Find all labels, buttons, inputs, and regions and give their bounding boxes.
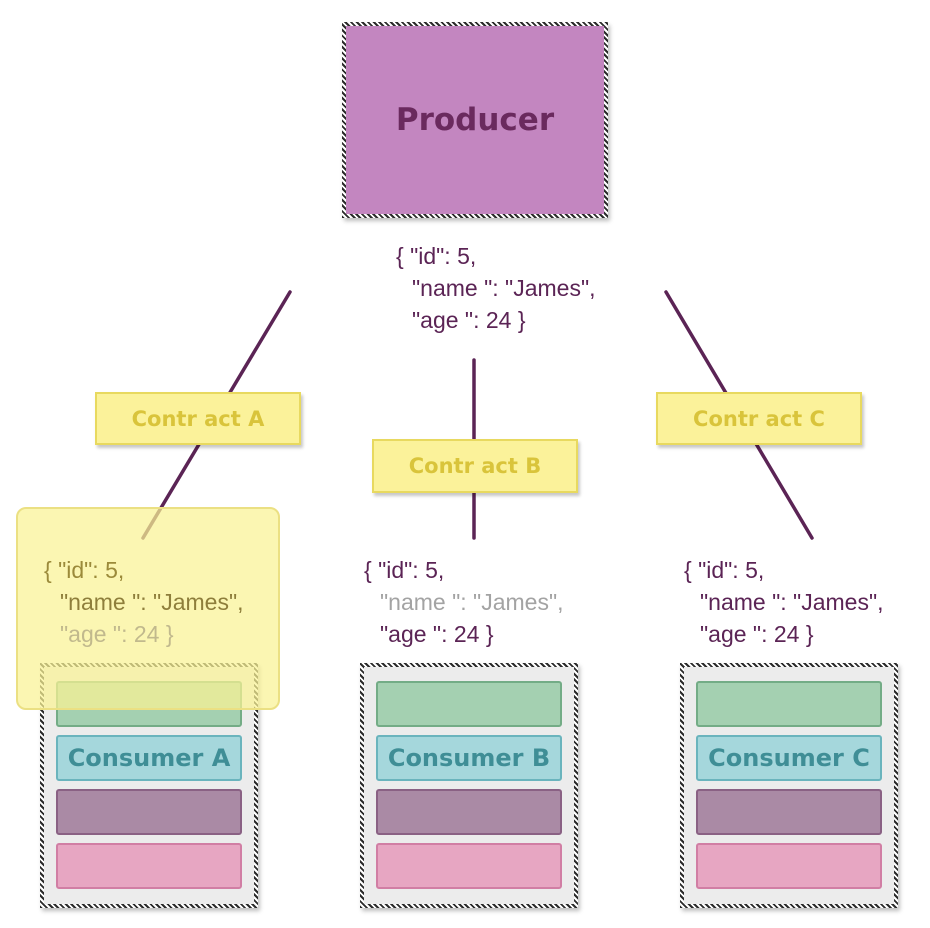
payload-line-id: { "id": 5, <box>44 557 125 583</box>
payload-line-name: "name ": "James", <box>700 589 884 615</box>
consumer-layer-pink <box>376 843 562 889</box>
producer-box: Producer <box>342 22 608 218</box>
consumer-layer-green <box>376 681 562 727</box>
payload-line-name: "name ": "James", <box>412 275 596 301</box>
payload-line-name: "name ": "James", <box>60 589 244 615</box>
payload-line-age: "age ": 24 } <box>412 307 526 333</box>
consumer-layer-purple <box>376 789 562 835</box>
consumer-layer-pink <box>696 843 882 889</box>
consumer-layer-purple <box>56 789 242 835</box>
payload-line-age: "age ": 24 } <box>60 621 174 647</box>
payload-line-id: { "id": 5, <box>684 557 765 583</box>
contract-a-highlight <box>16 507 280 710</box>
producer-label: Producer <box>395 102 555 138</box>
payload-line-id: { "id": 5, <box>364 557 445 583</box>
contract-a-payload: { "id": 5, "name ": "James", "age ": 24 … <box>44 554 244 650</box>
payload-line-age: "age ": 24 } <box>380 621 494 647</box>
consumer-layer-pink <box>56 843 242 889</box>
contract-a-box: Contr act A <box>95 392 301 445</box>
consumer-layer-green <box>696 681 882 727</box>
contract-c-payload: { "id": 5, "name ": "James", "age ": 24 … <box>684 554 884 650</box>
contract-b-box: Contr act B <box>372 439 578 493</box>
consumer-layer-blue: Consumer A <box>56 735 242 781</box>
payload-line-id: { "id": 5, <box>396 243 477 269</box>
consumer-layer-purple <box>696 789 882 835</box>
consumer-b-label: Consumer B <box>387 744 551 772</box>
consumer-layer-blue: Consumer B <box>376 735 562 781</box>
contract-b-payload: { "id": 5, "name ": "James", "age ": 24 … <box>364 554 564 650</box>
payload-line-age: "age ": 24 } <box>700 621 814 647</box>
consumer-c-box: Consumer C <box>680 663 898 908</box>
consumer-b-box: Consumer B <box>360 663 578 908</box>
payload-line-name: "name ": "James", <box>380 589 564 615</box>
producer-payload: { "id": 5, "name ": "James", "age ": 24 … <box>396 240 596 336</box>
consumer-layer-blue: Consumer C <box>696 735 882 781</box>
consumer-c-label: Consumer C <box>708 744 870 772</box>
consumer-a-label: Consumer A <box>67 744 231 772</box>
contract-c-box: Contr act C <box>656 392 862 445</box>
